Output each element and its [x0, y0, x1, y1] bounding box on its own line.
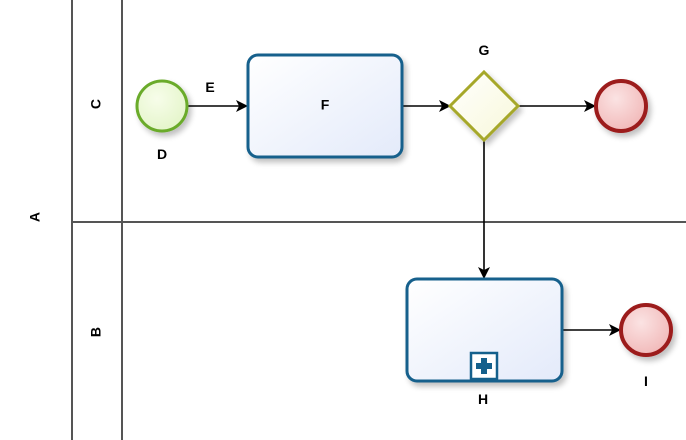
- sequence-flows: E: [188, 79, 621, 336]
- flow-label-e: E: [205, 79, 214, 95]
- plus-icon[interactable]: [469, 351, 499, 381]
- lane-label-b: B: [88, 327, 104, 337]
- end-event-i[interactable]: I: [619, 303, 673, 389]
- gateway-diamond[interactable]: [447, 69, 521, 143]
- end-event-i-label: I: [644, 373, 648, 389]
- end-event-i-circle[interactable]: [619, 303, 673, 357]
- pool: A C B: [27, 0, 686, 440]
- task-f-box[interactable]: [246, 53, 404, 159]
- subprocess-h-label: H: [478, 391, 488, 407]
- gateway-g[interactable]: G: [447, 42, 521, 143]
- task-f-label: F: [321, 97, 330, 113]
- subprocess-h[interactable]: H: [405, 277, 564, 407]
- start-event-label: D: [157, 146, 167, 162]
- start-event-circle[interactable]: [135, 79, 189, 133]
- plus-icon-bar-v: [481, 358, 487, 374]
- pool-label: A: [27, 212, 43, 222]
- task-f[interactable]: F: [246, 53, 404, 159]
- gateway-label: G: [479, 42, 490, 58]
- lane-label-c: C: [88, 99, 104, 109]
- end-event-top[interactable]: [594, 79, 648, 133]
- subprocess-h-box[interactable]: [405, 277, 564, 383]
- start-event[interactable]: D: [135, 79, 189, 162]
- end-event-top-circle[interactable]: [594, 79, 648, 133]
